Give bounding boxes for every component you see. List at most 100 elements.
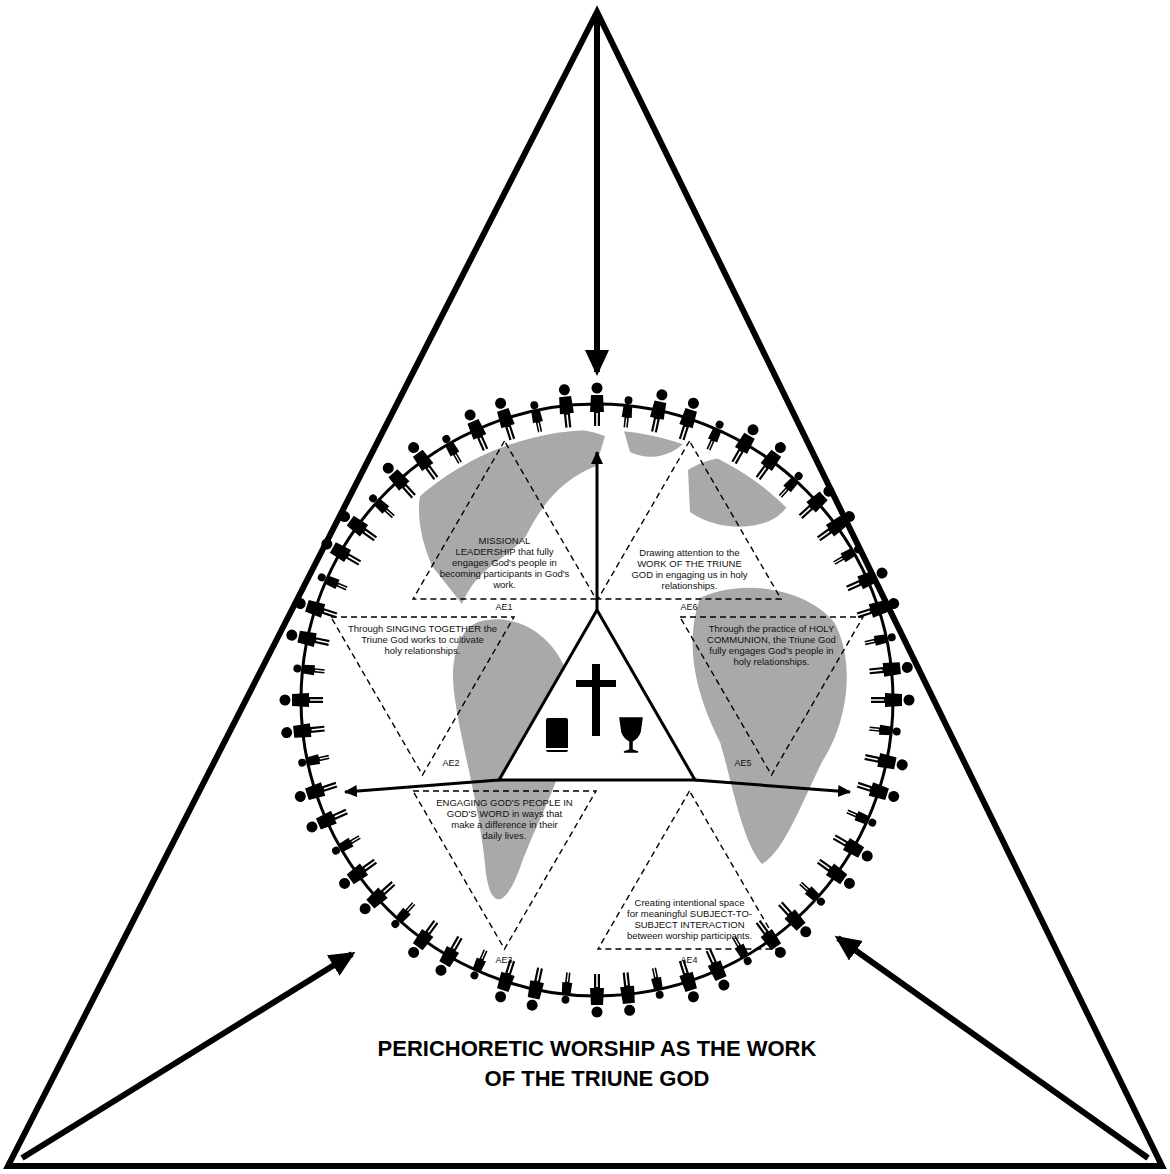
child-figure (777, 470, 805, 500)
child-figure (560, 972, 573, 1004)
triangle-text: Creating intentional space for meaningfu… (597, 898, 782, 942)
figure-body (855, 778, 889, 801)
figure-body (864, 633, 888, 648)
figure-body (412, 449, 442, 482)
adult-figure (728, 422, 762, 467)
up-arrow (596, 452, 599, 610)
child-figure (293, 663, 325, 676)
figure-body (777, 476, 799, 499)
cross-beam (576, 680, 616, 687)
child-figure (845, 807, 878, 829)
figure-head (655, 990, 664, 999)
figure-body (302, 664, 325, 676)
adult-figure (461, 407, 491, 452)
figure-head (892, 727, 901, 736)
adult-figure (492, 958, 519, 1004)
figure-body (702, 947, 727, 981)
text-area: Creating intentional space for meaningfu… (597, 790, 782, 942)
figure-body (338, 833, 362, 853)
figure-body (292, 693, 323, 707)
book-symbol (546, 718, 568, 752)
adult-figure (285, 627, 330, 650)
figure-body (871, 693, 902, 707)
text-area: Through SINGING TOGETHER the Triune God … (330, 616, 515, 657)
spacer (597, 790, 782, 898)
figure-body (845, 807, 869, 825)
figure-head (624, 1004, 636, 1016)
figure-body (561, 972, 573, 995)
figure-head (494, 396, 508, 410)
figure-body (775, 899, 806, 931)
adult-figure (492, 396, 519, 442)
outer-triangle (8, 12, 1162, 1166)
figure-head (887, 789, 901, 803)
figure-body (815, 855, 848, 885)
top-arrow (594, 14, 600, 372)
joined-hands (301, 404, 893, 996)
figure-body (412, 918, 442, 951)
section-label: AE4 (680, 955, 697, 965)
figure-body (704, 427, 722, 451)
figure-body (855, 599, 889, 622)
figure-body (832, 547, 856, 567)
triangle-text: Through SINGING TOGETHER the Triune God … (330, 624, 515, 657)
figure-body (297, 630, 330, 650)
dashed-triangle-box: Through the practice of HOLY COMMUNION, … (679, 616, 864, 776)
dashed-triangle-box: Through SINGING TOGETHER the Triune God … (330, 616, 515, 776)
section-label: AE2 (442, 758, 459, 768)
figure-head (530, 401, 539, 410)
figure-body (496, 408, 519, 442)
lower-right-arrow (695, 780, 850, 792)
adult-figure (844, 564, 889, 594)
figure-body (373, 498, 396, 520)
section-label: AE3 (495, 955, 512, 965)
figure-head (867, 817, 877, 827)
figure-body (444, 441, 464, 465)
section-label: AE6 (680, 602, 697, 612)
europe (688, 457, 793, 527)
figure-body (752, 918, 782, 951)
figure-body (293, 722, 325, 739)
adult-figure (405, 439, 442, 482)
figure-head (887, 633, 896, 642)
adult-figure (336, 855, 379, 892)
child-figure (832, 543, 864, 567)
right-arrow (838, 938, 1148, 1158)
figure-head (624, 396, 633, 405)
child-figure (468, 948, 490, 981)
globe (327, 430, 867, 970)
figure-head (298, 758, 307, 767)
child-figure (621, 396, 634, 428)
adult-figure (702, 947, 732, 992)
figure-body (316, 805, 350, 830)
adult-figure (304, 805, 349, 835)
center-triangle (499, 610, 695, 780)
text-area: Drawing attention to the WORK OF THE TRI… (597, 440, 782, 592)
cup-symbol (620, 718, 642, 752)
figure-body (649, 967, 664, 991)
figure-body (869, 724, 892, 736)
section-label: AE5 (734, 758, 751, 768)
dashed-triangle-box: ENGAGING GOD'S PEOPLE IN GOD'S WORD in w… (412, 790, 597, 950)
adult-figure (293, 595, 339, 622)
adult-figure (869, 660, 914, 678)
figure-head (280, 695, 291, 706)
figure-head (717, 978, 732, 993)
dashed-triangle (598, 791, 781, 949)
figure-body (619, 972, 636, 1004)
dashed-triangle (413, 441, 596, 599)
adult-figure (775, 899, 815, 941)
figure-body (438, 934, 466, 968)
child-figure (316, 571, 349, 593)
left-arrow (22, 954, 352, 1158)
spacer (679, 616, 864, 624)
figure-body (305, 599, 339, 622)
figure-head (293, 789, 307, 803)
adult-figure (675, 396, 702, 442)
text-area: ENGAGING GOD'S PEOPLE IN GOD'S WORD in w… (412, 790, 597, 842)
text-area: MISSIONAL LEADERSHIP that fully engages … (412, 440, 597, 591)
child-figure (367, 492, 397, 520)
adult-figure (356, 878, 398, 918)
figure-body (527, 967, 547, 1000)
